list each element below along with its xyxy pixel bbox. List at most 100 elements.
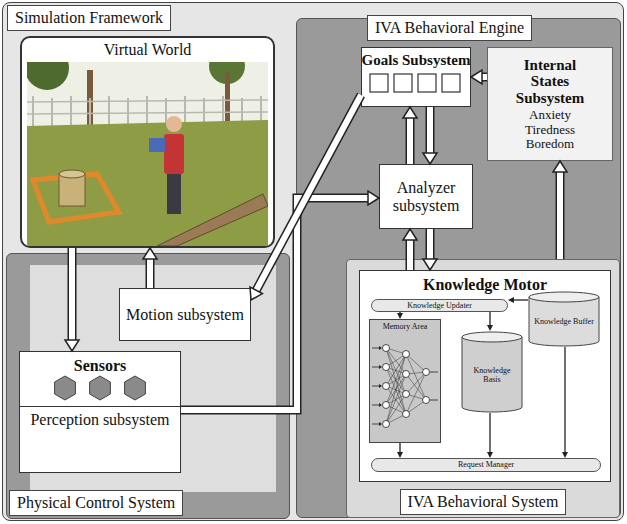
ground [27, 120, 268, 246]
arrow-outline [406, 240, 415, 270]
arrow-head [553, 161, 567, 172]
sensor-hexagon [90, 376, 111, 400]
net-link [406, 354, 426, 372]
sensor-box: SensorsPerception subsystem [19, 351, 181, 473]
arrow-outline [146, 259, 155, 288]
database-cylinder: Knowledge Buffer [528, 291, 600, 347]
process-box: Analyzer subsystem [379, 164, 473, 229]
cylinder-top [529, 292, 599, 302]
states-box: Internal States SubsystemAnxiety Tiredne… [487, 47, 613, 161]
pill-label: Request Manager [458, 461, 514, 469]
control-panel: Physical Control SystemMotion subsystemS… [6, 253, 290, 519]
arrow-head [143, 248, 157, 259]
arrow-outline [482, 73, 487, 82]
arrow-fill [407, 240, 413, 270]
arrow-head [487, 325, 493, 331]
world-view: Virtual World [20, 36, 275, 248]
net-output [430, 400, 438, 401]
net-link [386, 354, 406, 405]
goal-slot [418, 74, 436, 92]
box-label: Memory Area [370, 322, 440, 332]
net-link [386, 374, 406, 424]
tree-crown [27, 62, 69, 90]
arrow-head [423, 259, 437, 270]
person-books [149, 138, 165, 152]
database-cylinder: Knowledge Basis [461, 331, 523, 413]
cylinder-body [529, 297, 599, 346]
box-label: Knowledge Basis [465, 366, 519, 384]
box-label: Motion subsystem [126, 306, 244, 324]
connector [487, 312, 493, 331]
sky [27, 62, 268, 246]
net-neuron [403, 371, 410, 378]
net-neuron [383, 383, 390, 390]
connector [423, 229, 437, 270]
engine-panel: IVA Behavioral EngineGoals Subsystem Inte… [296, 18, 621, 518]
arrow-line [489, 413, 490, 452]
arrow-fill [557, 172, 563, 259]
box-label: Perception subsystem [30, 411, 169, 429]
connector [403, 107, 417, 164]
knowledge-box: Knowledge MotorKnowledge UpdaterMemory A… [359, 270, 611, 482]
goal-slot [442, 74, 460, 92]
connector [143, 248, 157, 288]
log [157, 194, 268, 246]
arrow-outline [556, 172, 565, 259]
connector [423, 107, 437, 164]
person-legs [167, 170, 181, 214]
net-input-head [379, 384, 382, 388]
net-input-head [379, 365, 382, 369]
arrow-head [471, 70, 482, 84]
arrow-outline [406, 118, 415, 164]
fence-rail [27, 100, 268, 102]
net-input-head [379, 346, 382, 350]
process-box: Motion subsystem [119, 288, 251, 341]
pill-box: Knowledge Updater [371, 299, 508, 312]
fence-post [32, 96, 34, 128]
tree-trunk [87, 70, 93, 130]
box-title: Knowledge Motor [360, 276, 610, 294]
net-input [372, 367, 380, 368]
arrow-fill [407, 118, 413, 164]
neural-net [370, 334, 440, 442]
arrow-outline [181, 198, 368, 410]
arrow-head [368, 191, 379, 205]
net-neuron [403, 411, 410, 418]
arrow-head [65, 340, 79, 351]
net-neuron [423, 397, 430, 404]
pill-label: Knowledge Updater [407, 302, 472, 310]
net-neuron [403, 351, 410, 358]
arrow-line [489, 312, 490, 325]
arrow-outline [256, 95, 361, 290]
net-input [372, 386, 380, 387]
goal-slots [366, 69, 466, 95]
net-neuron [403, 391, 410, 398]
sensor-hexagon [55, 376, 76, 400]
arrow-fill [482, 74, 487, 80]
arrow-outline [426, 229, 435, 259]
net-input [372, 348, 380, 349]
memory-box: Memory Area [369, 319, 441, 443]
box-label: Goals Subsystem [362, 52, 471, 69]
framework-panel: Simulation FrameworkVirtual WorldPhysica… [4, 4, 292, 520]
panel-tab: IVA Behavioral System [400, 489, 567, 515]
tree-trunk [225, 72, 230, 122]
arrow-head [423, 153, 437, 164]
arrow-line [399, 312, 400, 313]
net-input-head [379, 422, 382, 426]
connector [397, 312, 403, 319]
box-body: Anxiety Tiredness Boredom [515, 108, 585, 151]
arrow-fill [147, 259, 153, 288]
arrow-head [508, 297, 514, 303]
connector [65, 248, 79, 351]
panel-tab: IVA Behavioral Engine [367, 15, 532, 41]
stump-top [59, 170, 85, 178]
arrow-outline [426, 107, 435, 153]
sensor-hexagon [125, 376, 146, 400]
net-input [372, 405, 380, 406]
box-title: Internal States Subsystem [504, 57, 596, 107]
fence-post [70, 96, 72, 128]
arrow-fill [427, 229, 433, 259]
goal-slot [394, 74, 412, 92]
net-neuron [383, 345, 390, 352]
